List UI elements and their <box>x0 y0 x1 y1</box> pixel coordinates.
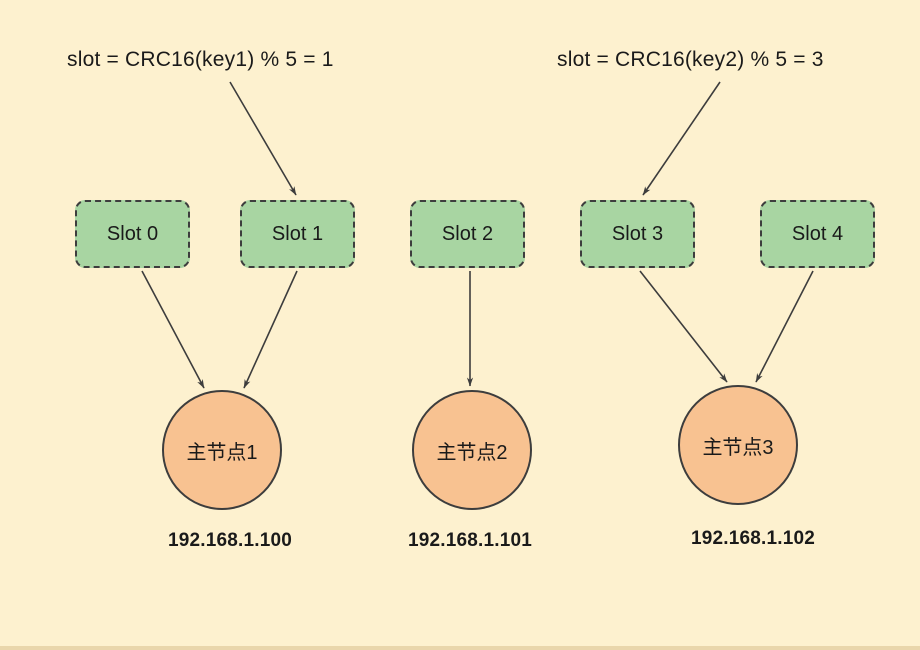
master-node-1-label: 主节点1 <box>186 441 258 464</box>
master-node-1: 主节点1 <box>162 390 282 510</box>
screenshot-bottom-edge <box>0 646 920 650</box>
slot-box-2: Slot 2 <box>410 200 525 268</box>
slot-label-1: Slot 1 <box>271 222 324 245</box>
slot-label-2: Slot 2 <box>441 222 494 245</box>
arrow-slot4-to-node3 <box>755 270 814 383</box>
master-node-3: 主节点3 <box>678 385 798 505</box>
arrow-slot0-to-node1 <box>141 270 205 389</box>
arrow-slot1-to-node1 <box>243 270 298 389</box>
arrow-slot3-to-node3 <box>639 270 728 383</box>
master-node-3-label: 主节点3 <box>702 436 774 459</box>
arrow-key1-to-slot1 <box>229 81 297 196</box>
slot-label-0: Slot 0 <box>106 222 159 245</box>
node-2-ip: 192.168.1.101 <box>407 530 533 551</box>
arrow-key2-to-slot3 <box>642 81 721 196</box>
master-node-2-label: 主节点2 <box>436 441 508 464</box>
slot-box-3: Slot 3 <box>580 200 695 268</box>
slot-label-4: Slot 4 <box>791 222 844 245</box>
slot-box-1: Slot 1 <box>240 200 355 268</box>
node-1-ip: 192.168.1.100 <box>167 530 293 551</box>
slot-box-0: Slot 0 <box>75 200 190 268</box>
formula-key1: slot = CRC16(key1) % 5 = 1 <box>67 48 334 71</box>
node-3-ip: 192.168.1.102 <box>690 528 816 549</box>
formula-key2: slot = CRC16(key2) % 5 = 3 <box>557 48 824 71</box>
master-node-2: 主节点2 <box>412 390 532 510</box>
slot-box-4: Slot 4 <box>760 200 875 268</box>
slot-label-3: Slot 3 <box>611 222 664 245</box>
